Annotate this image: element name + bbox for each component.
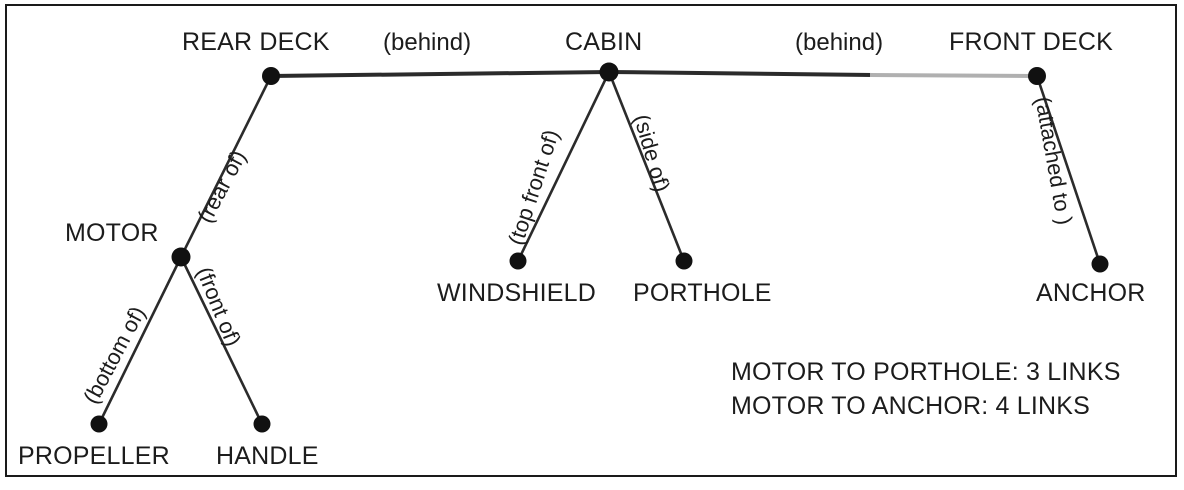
node-windshield[interactable] <box>509 252 527 270</box>
node-cabin[interactable] <box>599 62 619 82</box>
node-front-deck[interactable] <box>1028 67 1046 85</box>
edge-rear-deck-motor <box>179 75 273 258</box>
node-label-anchor: ANCHOR <box>1036 279 1146 307</box>
node-label-propeller: PROPELLER <box>18 442 170 470</box>
node-label-porthole: PORTHOLE <box>633 279 772 307</box>
node-motor[interactable] <box>171 247 191 267</box>
edge-rear-deck-cabin <box>270 70 610 78</box>
figure-border <box>5 4 1177 477</box>
edge-motor-propeller <box>97 256 183 425</box>
node-label-cabin: CABIN <box>565 28 643 56</box>
node-porthole[interactable] <box>675 252 693 270</box>
node-propeller[interactable] <box>90 415 108 433</box>
edge-front-deck-anchor <box>1035 75 1102 265</box>
node-handle[interactable] <box>253 415 271 433</box>
legend-line-motor-to-porthole: MOTOR TO PORTHOLE: 3 LINKS <box>731 358 1121 386</box>
node-anchor[interactable] <box>1091 255 1109 273</box>
node-label-motor: MOTOR <box>65 219 159 247</box>
edge-cabin-porthole <box>607 71 686 262</box>
edge-cabin-windshield <box>516 71 611 262</box>
node-rear-deck[interactable] <box>262 67 280 85</box>
relation-label-behind-1: (behind) <box>383 29 472 56</box>
node-label-windshield: WINDSHIELD <box>437 279 596 307</box>
node-label-front-deck: FRONT DECK <box>949 28 1114 56</box>
legend-line-motor-to-anchor: MOTOR TO ANCHOR: 4 LINKS <box>731 392 1091 420</box>
relation-label-behind-2: (behind) <box>795 29 884 56</box>
edge-cabin-front-deck-faded <box>869 73 1038 78</box>
node-label-handle: HANDLE <box>216 442 319 470</box>
node-label-rear-deck: REAR DECK <box>182 28 330 56</box>
edge-cabin-front-deck-dark <box>608 70 873 77</box>
edge-motor-handle <box>179 256 264 425</box>
